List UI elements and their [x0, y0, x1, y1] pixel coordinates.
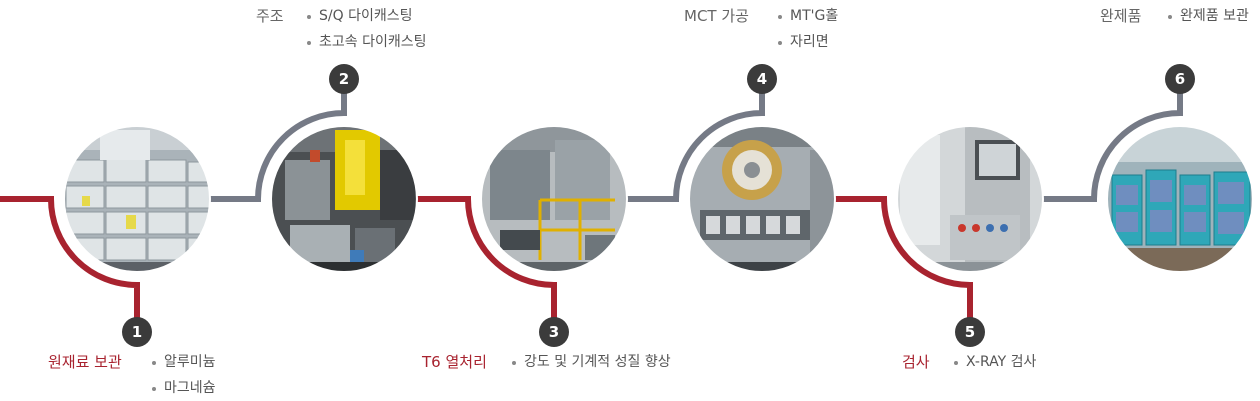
step-6-number: 6	[1165, 64, 1195, 94]
list-item: 완제품 보관	[1166, 3, 1249, 29]
connector-line-2	[204, 80, 347, 202]
step-5-items: X-RAY 검사	[952, 349, 1036, 375]
step-2-number: 2	[329, 64, 359, 94]
connector-line-5	[829, 196, 973, 318]
heat-treatment-furnace-photo	[481, 126, 627, 272]
finished-products-storage-photo	[1107, 126, 1253, 272]
list-item: 자리면	[776, 29, 838, 55]
die-casting-machine-photo	[271, 126, 417, 272]
step-1-items: 알루미늄 마그네슘	[150, 349, 216, 401]
step-5-number: 5	[955, 317, 985, 347]
step-5-title: 검사	[902, 353, 930, 371]
list-item: X-RAY 검사	[952, 349, 1036, 375]
step-6-title: 완제품	[1100, 7, 1142, 25]
aluminum-ingot-stacks-photo	[64, 126, 210, 272]
list-item: MT'G홀	[776, 3, 838, 29]
step-1-title: 원재료 보관	[48, 353, 122, 371]
step-3-title: T6 열처리	[422, 353, 487, 371]
step-4-items: MT'G홀 자리면	[776, 3, 838, 55]
connector-line-3	[411, 196, 557, 318]
connector-line-6	[1037, 80, 1183, 202]
list-item: S/Q 다이캐스팅	[305, 3, 427, 29]
list-item: 마그네슘	[150, 375, 216, 401]
connector-line-4	[621, 80, 765, 202]
list-item: 초고속 다이캐스팅	[305, 29, 427, 55]
list-item: 알루미늄	[150, 349, 216, 375]
list-item: 강도 및 기계적 성질 향상	[510, 349, 671, 375]
step-6-items: 완제품 보관	[1166, 3, 1249, 29]
x-ray-inspection-machine-photo	[897, 126, 1043, 272]
step-4-number: 4	[747, 64, 777, 94]
step-2-items: S/Q 다이캐스팅 초고속 다이캐스팅	[305, 3, 427, 55]
step-3-items: 강도 및 기계적 성질 향상	[510, 349, 671, 375]
step-1-number: 1	[122, 317, 152, 347]
step-3-number: 3	[539, 317, 569, 347]
mct-machining-center-photo	[689, 126, 835, 272]
step-2-title: 주조	[256, 7, 284, 25]
connector-line-1	[0, 196, 140, 318]
step-4-title: MCT 가공	[684, 7, 749, 25]
